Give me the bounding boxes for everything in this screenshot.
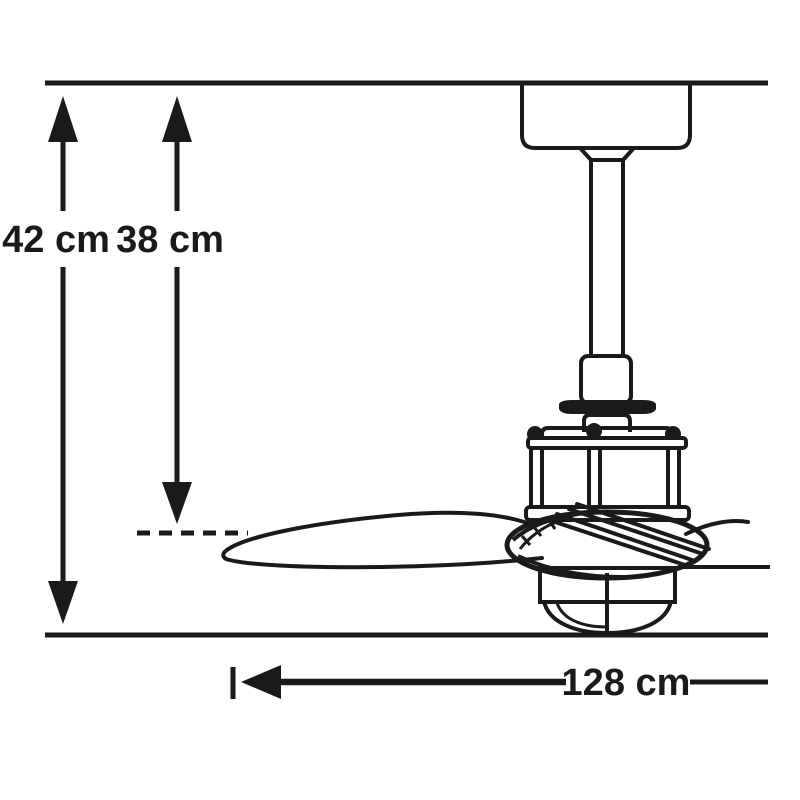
mount-disc	[559, 400, 656, 414]
blade-arms	[547, 502, 711, 568]
fan-blade-left	[221, 510, 544, 570]
motor-cage	[524, 423, 691, 522]
cage-top-rail	[526, 436, 688, 450]
canopy	[520, 83, 692, 162]
fan-blade-right	[678, 519, 770, 569]
blade-height-dimension: 38 cm	[116, 96, 224, 524]
arrow-down-icon	[48, 581, 78, 624]
span-dimension: 128 cm	[230, 662, 768, 704]
overall-height-label: 42 cm	[2, 219, 110, 261]
arrow-left-icon	[241, 665, 281, 699]
span-label: 128 cm	[562, 662, 691, 704]
downrod-coupler	[579, 354, 633, 405]
arrow-up-icon	[48, 96, 78, 142]
overall-height-dimension: 42 cm	[2, 96, 110, 624]
light-housing	[538, 566, 677, 636]
canopy-neck	[579, 147, 635, 162]
downrod	[589, 160, 625, 357]
arrow-up-icon	[162, 96, 192, 142]
cage-posts	[529, 448, 681, 507]
cage-bolt-icon	[586, 423, 602, 439]
motor-connector	[582, 413, 632, 432]
blade-height-label: 38 cm	[116, 219, 224, 261]
arrow-down-icon	[162, 482, 192, 524]
